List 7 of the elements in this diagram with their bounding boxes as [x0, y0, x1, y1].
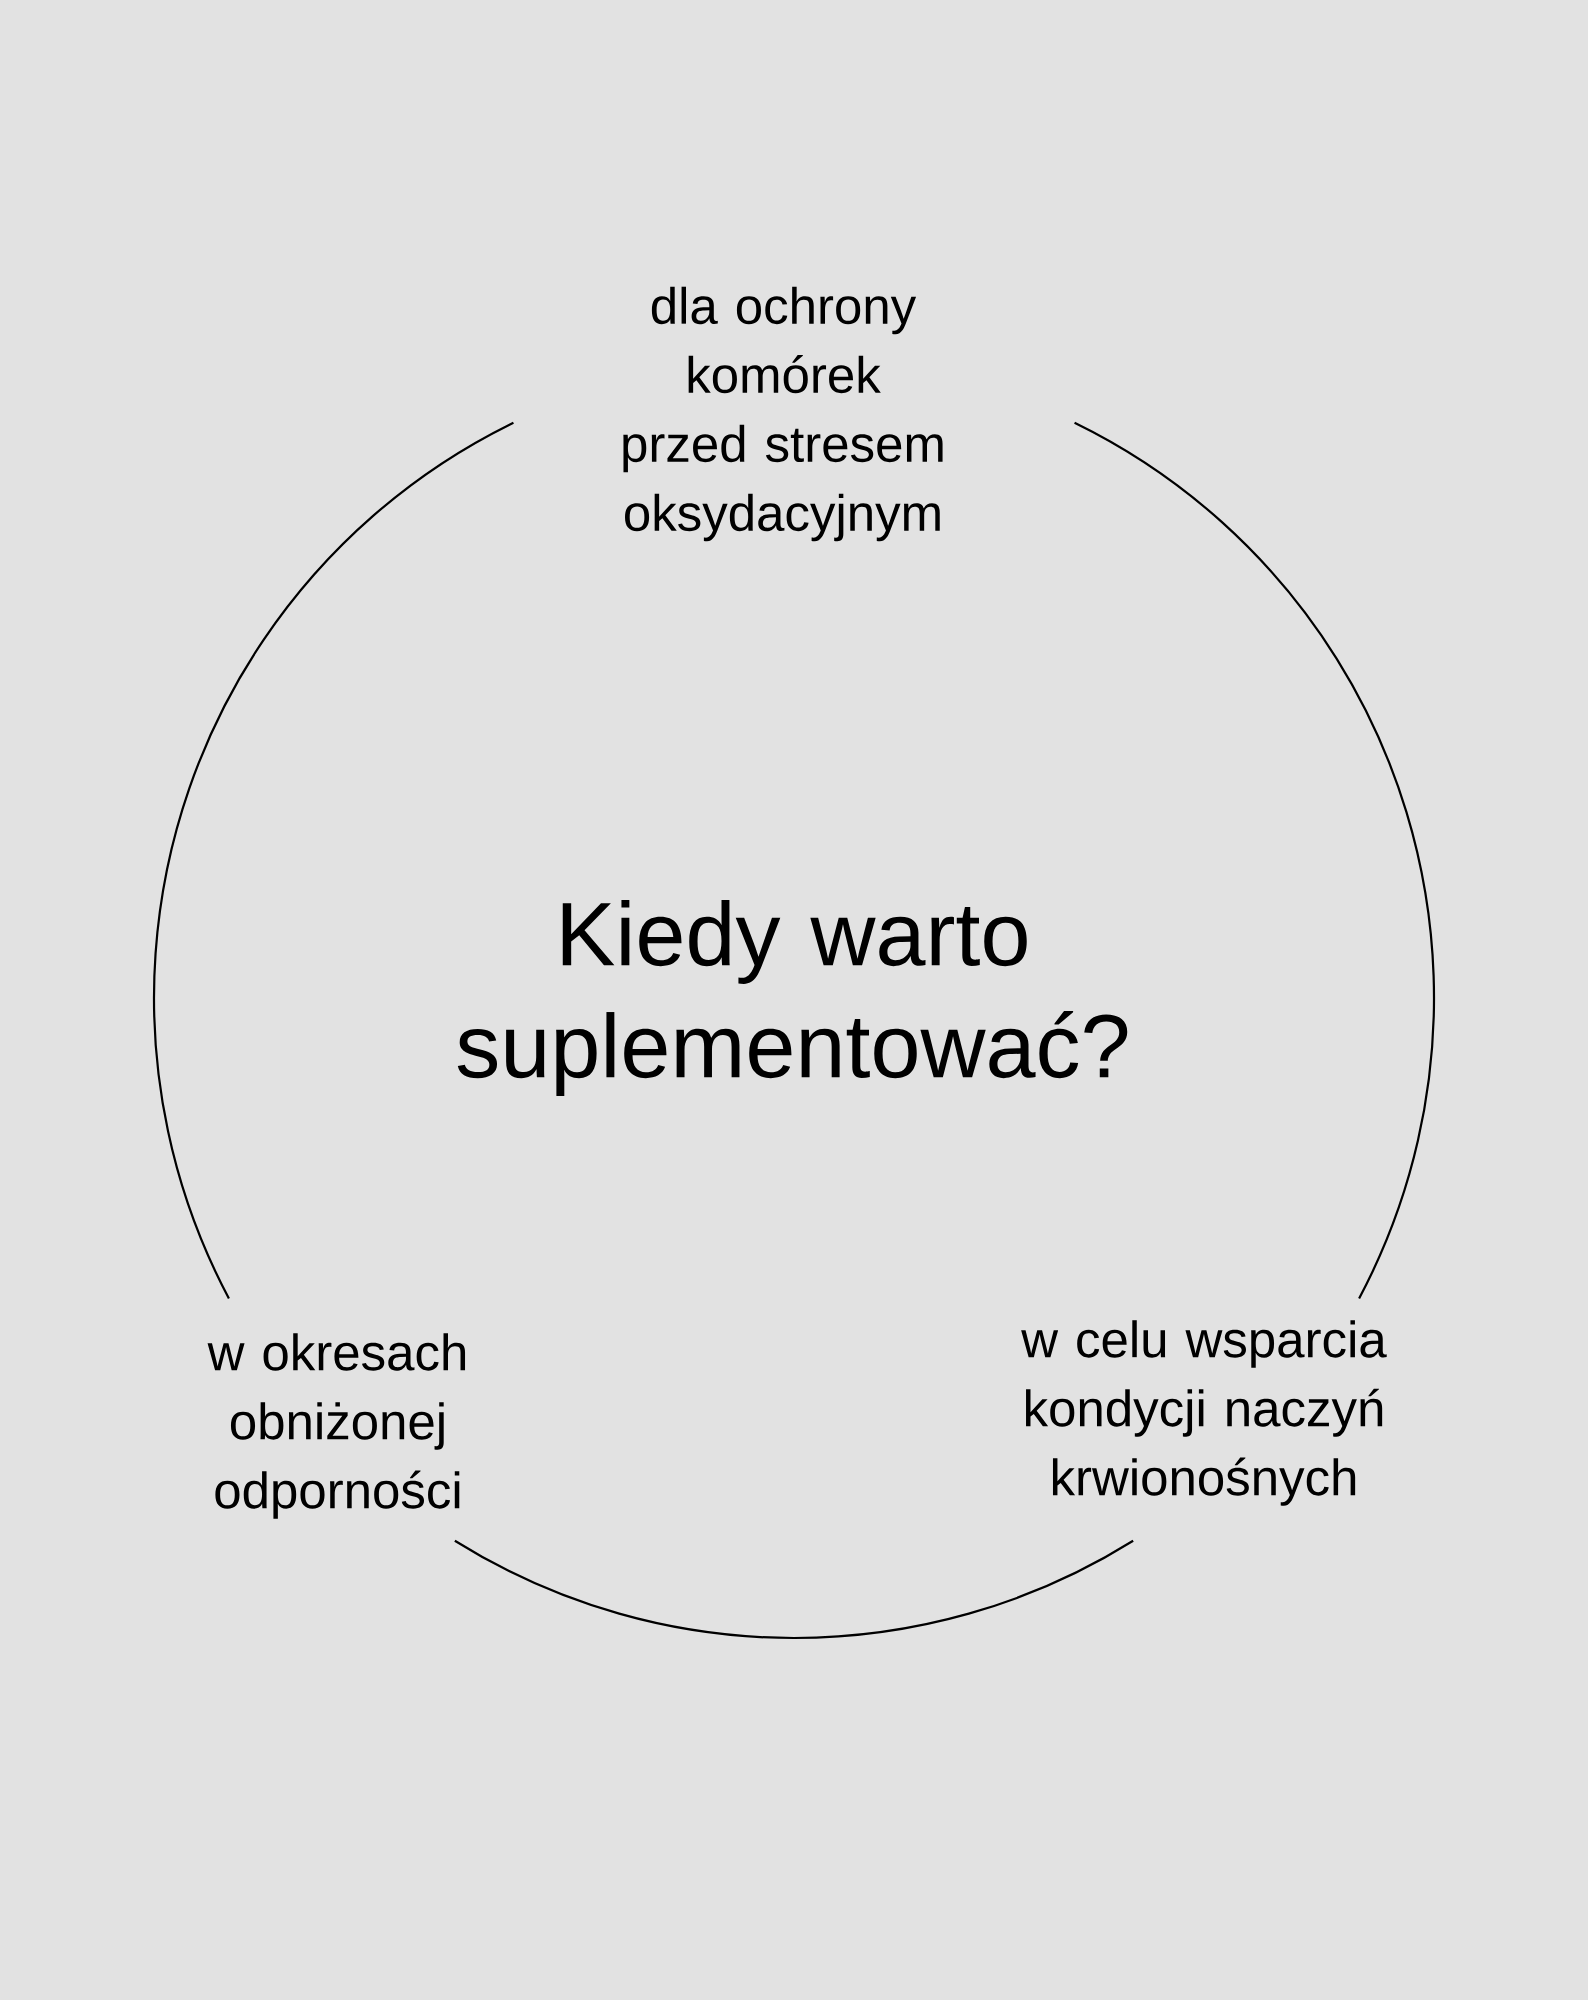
circle-arc: [1074, 421, 1435, 1299]
title: Kiedy warto suplementować?: [457, 900, 1128, 1096]
label-text: w celu wsparcia kondycji naczyń krwionośnych: [1021, 1320, 1387, 1506]
circle-arc: [153, 421, 514, 1299]
label-text: w okresach obniżonej odporności: [207, 1333, 466, 1519]
label-text: dla ochrony komórek przed stresem oksydacyjnym: [623, 286, 943, 542]
circle-arc: [454, 1539, 1134, 1639]
